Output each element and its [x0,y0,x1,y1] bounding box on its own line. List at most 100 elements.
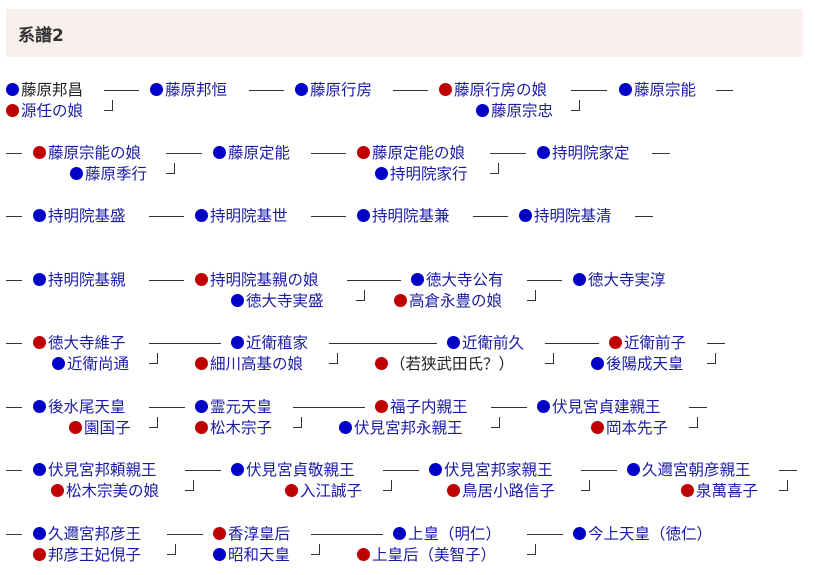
person-tokudaiji-sanemori[interactable]: 徳大寺実盛 [231,292,324,310]
person-name: 徳大寺公有 [426,271,504,289]
person-name: 徳大寺維子 [48,334,126,352]
person-tokudaiji-ishiko[interactable]: 徳大寺維子 [33,334,126,352]
person-fushiminomiya-kuniie[interactable]: 伏見宮邦家親王 [429,461,553,479]
person-tokudaiji-sanesuke[interactable]: 徳大寺実淳 [573,271,666,289]
person-fujiwara-muneyoshi[interactable]: 藤原宗能 [619,81,696,99]
person-fujiwara-suetaka[interactable]: 藤原季行 [70,165,147,183]
person-konoe-sakihisa[interactable]: 近衛前久 [447,334,524,352]
person-jokou[interactable]: 上皇（明仁） [393,525,501,543]
person-hosokawa-takamoto-musume[interactable]: 細川高基の娘 [195,355,303,373]
person-name: 泉萬喜子 [696,482,759,500]
female-dot-icon [681,484,694,497]
person-jimyoin-motoyo[interactable]: 持明院基世 [195,207,288,225]
person-izumi-manki[interactable]: 泉萬喜子 [681,482,758,500]
person-name: 伏見宮邦家親王 [444,461,553,479]
connector-line [635,216,653,217]
male-dot-icon [33,273,46,286]
person-name: （若狭武田氏？） [390,355,515,373]
male-dot-icon [393,527,406,540]
person-kinjo-tenno[interactable]: 今上天皇（徳仁） [573,525,712,543]
person-fushiminomiya-kuniyori[interactable]: 伏見宮邦頼親王 [33,461,157,479]
male-dot-icon [573,527,586,540]
connector-line [579,100,580,111]
person-jokougou[interactable]: 上皇后（美智子） [357,546,496,564]
person-name: 徳大寺実盛 [246,292,324,310]
person-takakura-nagatoyo-musume[interactable]: 高倉永豊の娘 [394,292,502,310]
person-name: 久邇宮邦彦王 [48,525,142,543]
female-dot-icon [447,484,460,497]
person-jimyoin-motomori[interactable]: 持明院基盛 [33,207,126,225]
person-konoe-hisamichi[interactable]: 近衛尚通 [52,355,129,373]
person-name: 近衛尚通 [67,355,130,373]
person-kojun-kogo[interactable]: 香淳皇后 [213,525,290,543]
person-matsunoki-muneko[interactable]: 松木宗子 [195,419,272,437]
male-dot-icon [573,273,586,286]
person-matsunoki-munemi-musume[interactable]: 松木宗美の娘 [51,482,159,500]
person-jimyoin-ieyuki[interactable]: 持明院家行 [375,165,468,183]
person-fujiwara-kunitsune[interactable]: 藤原邦恒 [150,81,227,99]
person-gomizunoo-tenno[interactable]: 後水尾天皇 [33,398,126,416]
person-jimyoin-motokiyo[interactable]: 持明院基清 [519,207,612,225]
person-jimyoin-iesada[interactable]: 持明院家定 [537,144,630,162]
connector-line [491,407,527,408]
person-fujiwara-munetada[interactable]: 藤原宗忠 [476,102,553,120]
connector-line [6,534,22,535]
connector-line [167,534,203,535]
person-irie-masako[interactable]: 入江誠子 [285,482,362,500]
male-dot-icon [70,167,83,180]
person-fujiwara-muneyoshi-musume[interactable]: 藤原宗能の娘 [33,144,141,162]
person-reigen-tenno[interactable]: 霊元天皇 [195,398,272,416]
person-name: 持明院基親の娘 [210,271,319,289]
person-fujiwara-yukifusa-musume[interactable]: 藤原行房の娘 [439,81,547,99]
person-name: 藤原邦恒 [165,81,228,99]
person-fujiwara-sadayoshi[interactable]: 藤原定能 [213,144,290,162]
connector-line [527,280,562,281]
person-jimyoin-motokane[interactable]: 持明院基兼 [357,207,450,225]
person-jimyoin-motochika-musume[interactable]: 持明院基親の娘 [195,271,319,289]
person-fushiminomiya-sadayoshi[interactable]: 伏見宮貞敬親王 [231,461,355,479]
connector-line [149,427,158,428]
connector-line [166,153,202,154]
connector-line [571,110,580,111]
person-tokudaiji-kinari[interactable]: 徳大寺公有 [411,271,504,289]
person-kuninomiya-kunihiko[interactable]: 久邇宮邦彦王 [33,525,141,543]
person-fujiwara-sadayoshi-musume[interactable]: 藤原定能の娘 [357,144,465,162]
male-dot-icon [357,209,370,222]
connector-line [553,353,554,364]
person-name: 持明院家定 [552,144,630,162]
connector-line [319,544,320,555]
person-konoe-taneie[interactable]: 近衛稙家 [231,334,308,352]
person-fujiwara-yukifusa[interactable]: 藤原行房 [295,81,372,99]
person-minamoto-jin-musume[interactable]: 源任の娘 [6,102,83,120]
person-konoe-sakiko[interactable]: 近衛前子 [609,334,686,352]
person-sono-kuniko[interactable]: 園国子 [69,419,131,437]
connector-line [393,90,428,91]
connector-line [6,343,22,344]
connector-line [174,163,175,174]
person-showa-tenno[interactable]: 昭和天皇 [213,546,290,564]
person-fukuko-naishinno[interactable]: 福子内親王 [375,398,468,416]
person-torii-koji-nobuko[interactable]: 鳥居小路信子 [447,482,555,500]
person-fushiminomiya-kunnaga[interactable]: 伏見宮邦永親王 [339,419,463,437]
page-title: 系譜2 [18,26,64,46]
connector-line [383,490,392,491]
person-goyozei-tenno[interactable]: 後陽成天皇 [591,355,684,373]
person-kunihiko-hi-chikako[interactable]: 邦彦王妃俔子 [33,546,141,564]
female-dot-icon [33,548,46,561]
person-fushiminomiya-sadatake[interactable]: 伏見宮貞建親王 [537,398,661,416]
connector-line [149,363,158,364]
person-kuninomiya-asahiko[interactable]: 久邇宮朝彦親王 [627,461,751,479]
male-dot-icon [52,357,65,370]
connector-line [149,343,221,344]
male-dot-icon [295,83,308,96]
connector-line [329,343,437,344]
connector-line [6,216,22,217]
person-name: 藤原定能 [228,144,291,162]
female-dot-icon [69,421,82,434]
male-dot-icon [627,463,640,476]
person-jimyoin-motochika[interactable]: 持明院基親 [33,271,126,289]
connector-line [175,544,176,555]
connector-line [535,544,536,555]
person-okamoto-sakiko[interactable]: 岡本先子 [591,419,668,437]
connector-line [104,90,139,91]
